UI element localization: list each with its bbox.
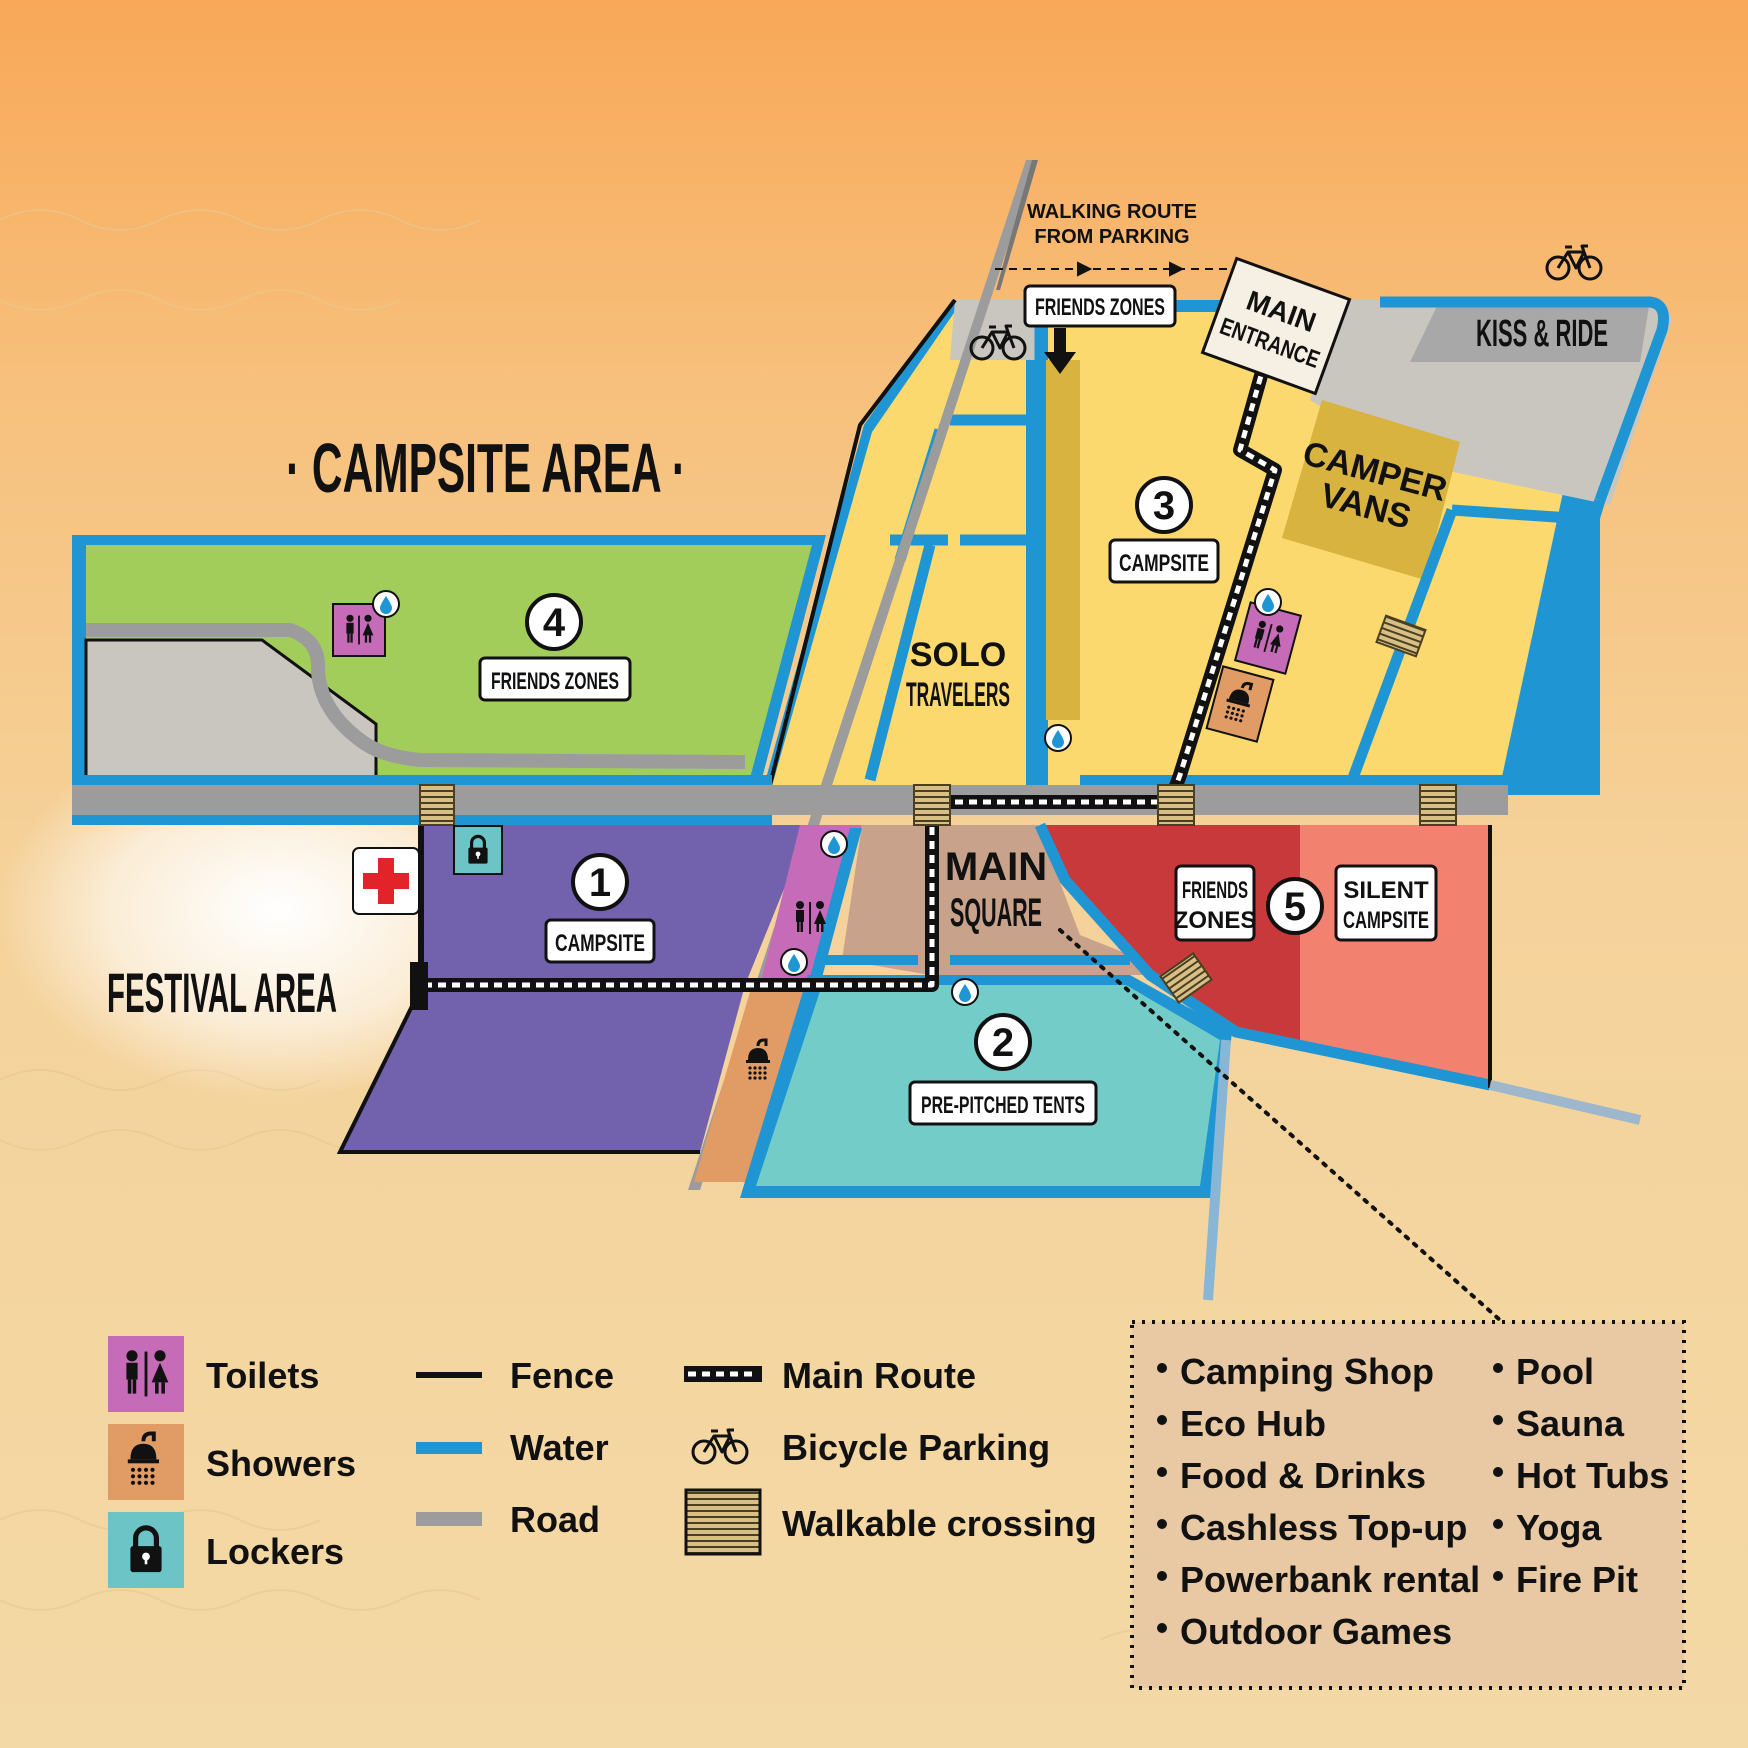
legend-road-label: Road <box>510 1499 600 1540</box>
amenity-item: Cashless Top-up <box>1180 1507 1467 1548</box>
legend-water-label: Water <box>510 1427 609 1468</box>
water-drop-icon <box>780 948 808 976</box>
amenity-item: Pool <box>1516 1351 1594 1392</box>
legend-lockers-label: Lockers <box>206 1531 344 1572</box>
zone-4-friends-zones[interactable] <box>72 535 826 786</box>
amenities-box <box>1130 1320 1686 1690</box>
amenities-left-list: Camping Shop Eco Hub Food & Drinks Cashl… <box>1157 1351 1480 1652</box>
festival-area-label: FESTIVAL AREA <box>107 961 337 1024</box>
friends-zones-top-text: FRIENDS ZONES <box>1035 294 1165 321</box>
zone-5-right-line2: CAMPSITE <box>1343 907 1429 934</box>
amenity-item: Camping Shop <box>1180 1351 1434 1392</box>
zone-3-label: 3 CAMPSITE <box>1108 476 1220 584</box>
legend-fence-swatch <box>416 1372 482 1378</box>
zone-1-label: 1 CAMPSITE <box>544 853 656 964</box>
amenity-item: Eco Hub <box>1180 1403 1326 1444</box>
zone-1-number: 1 <box>589 861 611 905</box>
solo-travelers-line1: SOLO <box>910 636 1006 674</box>
legend-bicycle-label: Bicycle Parking <box>782 1427 1050 1468</box>
amenity-item: Yoga <box>1516 1507 1602 1548</box>
amenity-item: Food & Drinks <box>1180 1455 1426 1496</box>
bicycle-icon <box>691 1428 749 1465</box>
legend: Toilets Showers Lockers Fence Water Road… <box>108 1336 1097 1588</box>
legend-water-swatch <box>416 1442 482 1454</box>
legend-toilets-label: Toilets <box>206 1355 319 1396</box>
amenities-right-list: Pool Sauna Hot Tubs Yoga Fire Pit <box>1493 1351 1669 1600</box>
legend-toilets <box>108 1336 184 1412</box>
zone-5-number: 5 <box>1284 885 1306 929</box>
solo-travelers-line2: TRAVELERS <box>906 676 1010 714</box>
walking-route-line2: FROM PARKING <box>1034 226 1189 248</box>
solo-travelers-label: SOLO TRAVELERS <box>906 636 1010 714</box>
amenity-item: Powerbank rental <box>1180 1559 1480 1600</box>
zone-5-left-line1: FRIENDS <box>1182 877 1248 904</box>
legend-showers-label: Showers <box>206 1443 356 1484</box>
page-title: · CAMPSITE AREA · <box>286 429 686 507</box>
zone-2-number: 2 <box>992 1021 1014 1065</box>
kiss-and-ride-area <box>1310 300 1672 505</box>
zone-3-number: 3 <box>1153 484 1175 528</box>
water-drop-icon <box>820 830 848 858</box>
lockers-map-icon <box>453 825 503 875</box>
amenity-item: Hot Tubs <box>1516 1455 1669 1496</box>
amenity-item: Sauna <box>1516 1403 1625 1444</box>
main-square-line1: MAIN <box>945 845 1047 889</box>
first-aid-icon <box>352 847 420 915</box>
main-entrance-sign[interactable]: MAIN ENTRANCE <box>1200 256 1352 396</box>
toilets-icon <box>796 901 826 934</box>
camper-vans-area <box>1282 400 1460 580</box>
zone-5-label: FRIENDS ZONES 5 SILENT CAMPSITE <box>1174 864 1438 942</box>
legend-showers <box>108 1424 184 1500</box>
zone-1-name: CAMPSITE <box>555 930 645 957</box>
friends-zones-top-label: FRIENDS ZONES <box>1023 284 1177 374</box>
zone-2-label: 2 PRE-PITCHED TENTS <box>908 1013 1098 1126</box>
legend-lockers <box>108 1512 184 1588</box>
zone-2-name: PRE-PITCHED TENTS <box>921 1092 1085 1119</box>
amenities-connector <box>1058 928 1502 1322</box>
walking-route-arrows <box>995 261 1248 277</box>
legend-fence-label: Fence <box>510 1355 614 1396</box>
zone-4-number: 4 <box>543 601 566 645</box>
walkable-crossings <box>419 614 1457 1004</box>
legend-crossing-label: Walkable crossing <box>782 1503 1097 1544</box>
legend-road-swatch <box>416 1512 482 1526</box>
walking-route-line1: WALKING ROUTE <box>1027 201 1197 223</box>
shower-strip <box>694 985 812 1182</box>
kiss-and-ride-label: KISS & RIDE <box>1476 313 1608 355</box>
main-square-label: MAIN SQUARE <box>945 845 1047 935</box>
amenity-item: Fire Pit <box>1516 1559 1638 1600</box>
zone-3-name: CAMPSITE <box>1119 550 1209 577</box>
zone-4-name: FRIENDS ZONES <box>491 668 619 695</box>
legend-main-route-swatch <box>684 1366 762 1382</box>
legend-main-route-label: Main Route <box>782 1355 976 1396</box>
water-drop-icon <box>372 590 400 618</box>
zone-4-label: 4 FRIENDS ZONES <box>478 593 632 702</box>
water-drop-icon <box>1254 588 1282 616</box>
bicycle-icon <box>1545 244 1603 281</box>
zone-5-left-line2: ZONES <box>1174 907 1257 934</box>
zone-3-strip <box>1046 360 1080 720</box>
legend-crossing-swatch <box>684 1488 762 1556</box>
water-drop-icon <box>951 978 979 1006</box>
water-drop-icon <box>1044 724 1072 752</box>
zone-3-shower-icon <box>1205 665 1275 743</box>
main-square-line2: SQUARE <box>950 891 1042 935</box>
amenity-item: Outdoor Games <box>1180 1611 1452 1652</box>
zone-5-right-line1: SILENT <box>1343 877 1429 904</box>
